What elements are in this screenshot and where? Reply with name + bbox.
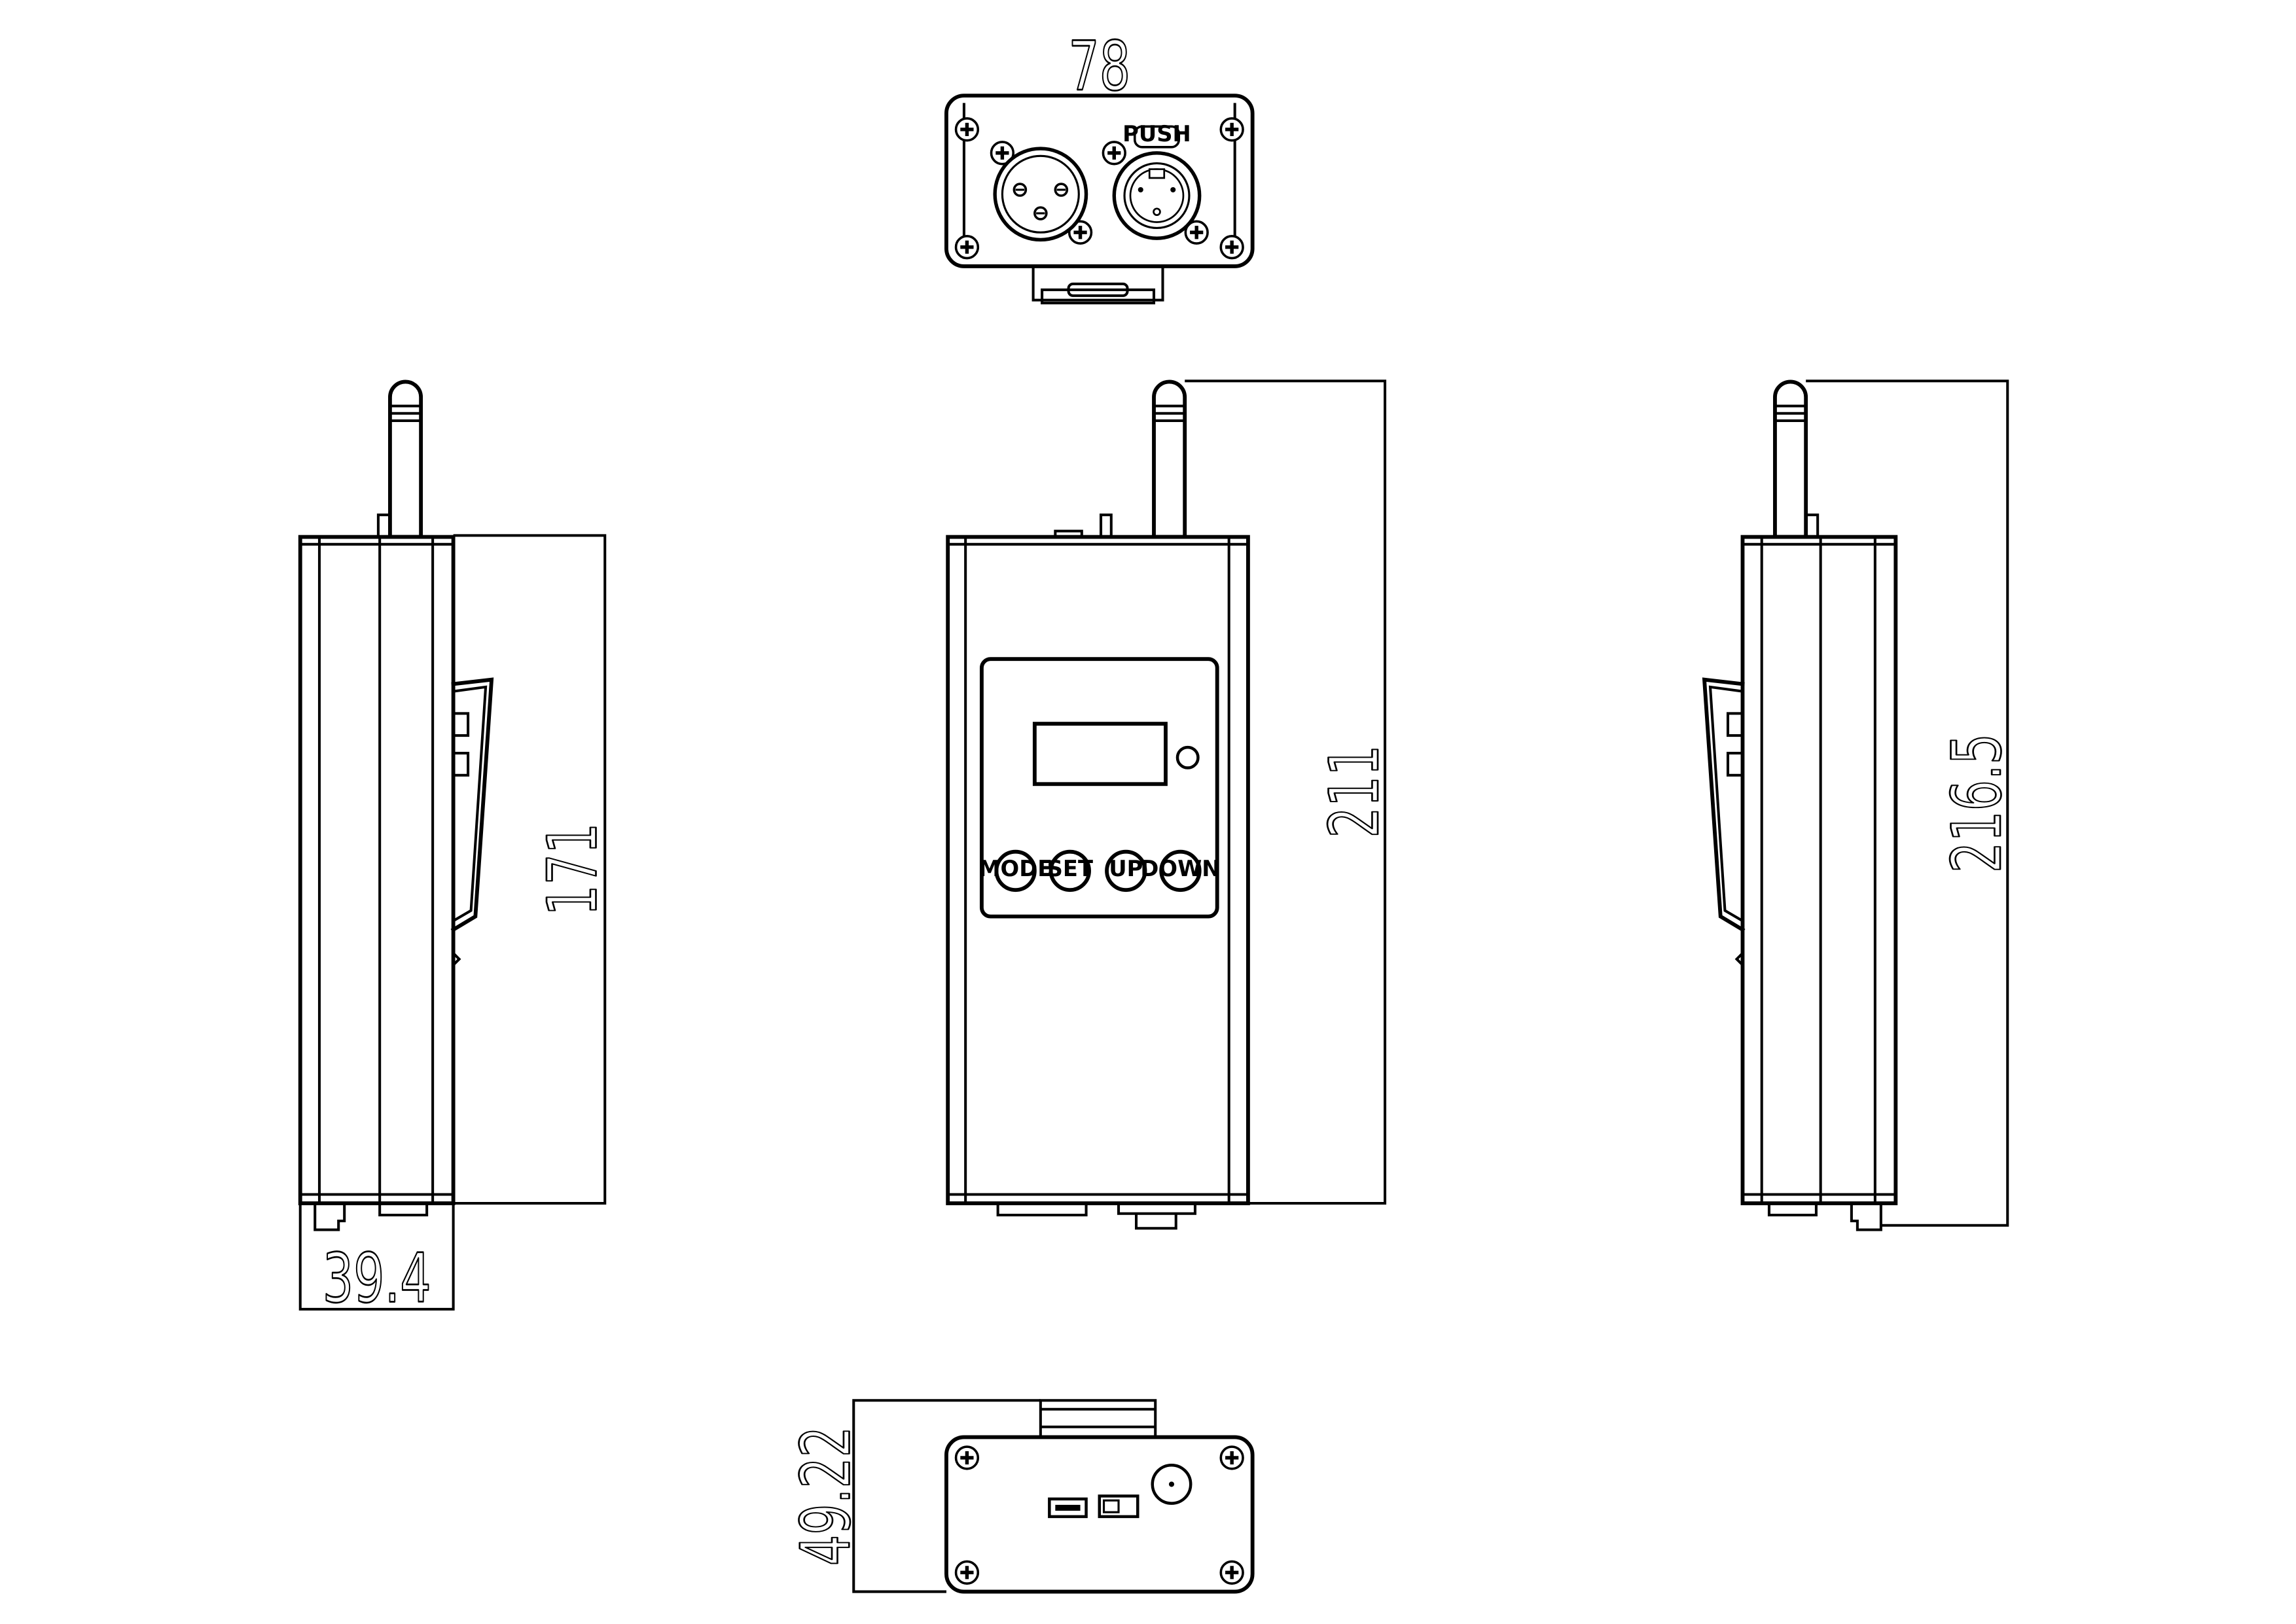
- set-button: SET: [1047, 849, 1093, 892]
- screw-icon: [956, 1561, 978, 1583]
- antenna-icon: [1152, 380, 1187, 539]
- screw-icon: [1221, 1447, 1243, 1469]
- mode-label: MODE: [978, 856, 1052, 881]
- xlr-female-connector: [1103, 142, 1208, 243]
- screw-icon: [1221, 118, 1243, 141]
- top-view: PUSH: [944, 94, 1255, 305]
- dimension-side-height-label: 171: [533, 823, 613, 916]
- dimension-depth-label: 39.4: [323, 1239, 431, 1318]
- down-label: DOWN: [1140, 856, 1220, 881]
- display-screen: [1032, 722, 1168, 786]
- dimension-front-height-label: 211: [1316, 745, 1395, 838]
- dimension-overall-height-label: 216.5: [1938, 733, 2017, 873]
- front-view: MODE SET UP DOWN: [946, 380, 1250, 1230]
- push-latch-button: PUSH: [1122, 121, 1191, 149]
- screw-icon: [1221, 1561, 1243, 1583]
- xlr-male-connector: [992, 142, 1092, 243]
- screw-icon: [1221, 236, 1243, 258]
- up-label: UP: [1109, 856, 1143, 881]
- right-side-view: [1702, 380, 1898, 1231]
- antenna-icon: [387, 380, 423, 539]
- power-switch-icon: [1098, 1494, 1139, 1519]
- dimension-bottom-depth-label: 49.22: [787, 1426, 866, 1566]
- left-side-view: [298, 380, 494, 1231]
- bottom-view: [944, 1399, 1255, 1594]
- screw-icon: [956, 236, 978, 258]
- control-panel: [979, 657, 1219, 919]
- push-label: PUSH: [1122, 121, 1191, 147]
- status-led-icon: [1175, 745, 1200, 769]
- set-label: SET: [1047, 856, 1093, 881]
- mode-button: MODE: [978, 849, 1052, 892]
- down-button: DOWN: [1140, 849, 1221, 892]
- dc-jack-icon: [1151, 1463, 1193, 1505]
- dimension-width-label: 78: [1068, 27, 1130, 106]
- up-button: UP: [1105, 849, 1147, 892]
- dimension-width: 78: [1067, 27, 1131, 107]
- usb-port-icon: [1048, 1497, 1088, 1519]
- screw-icon: [956, 1447, 978, 1469]
- antenna-icon: [1773, 380, 1808, 539]
- screw-icon: [956, 118, 978, 141]
